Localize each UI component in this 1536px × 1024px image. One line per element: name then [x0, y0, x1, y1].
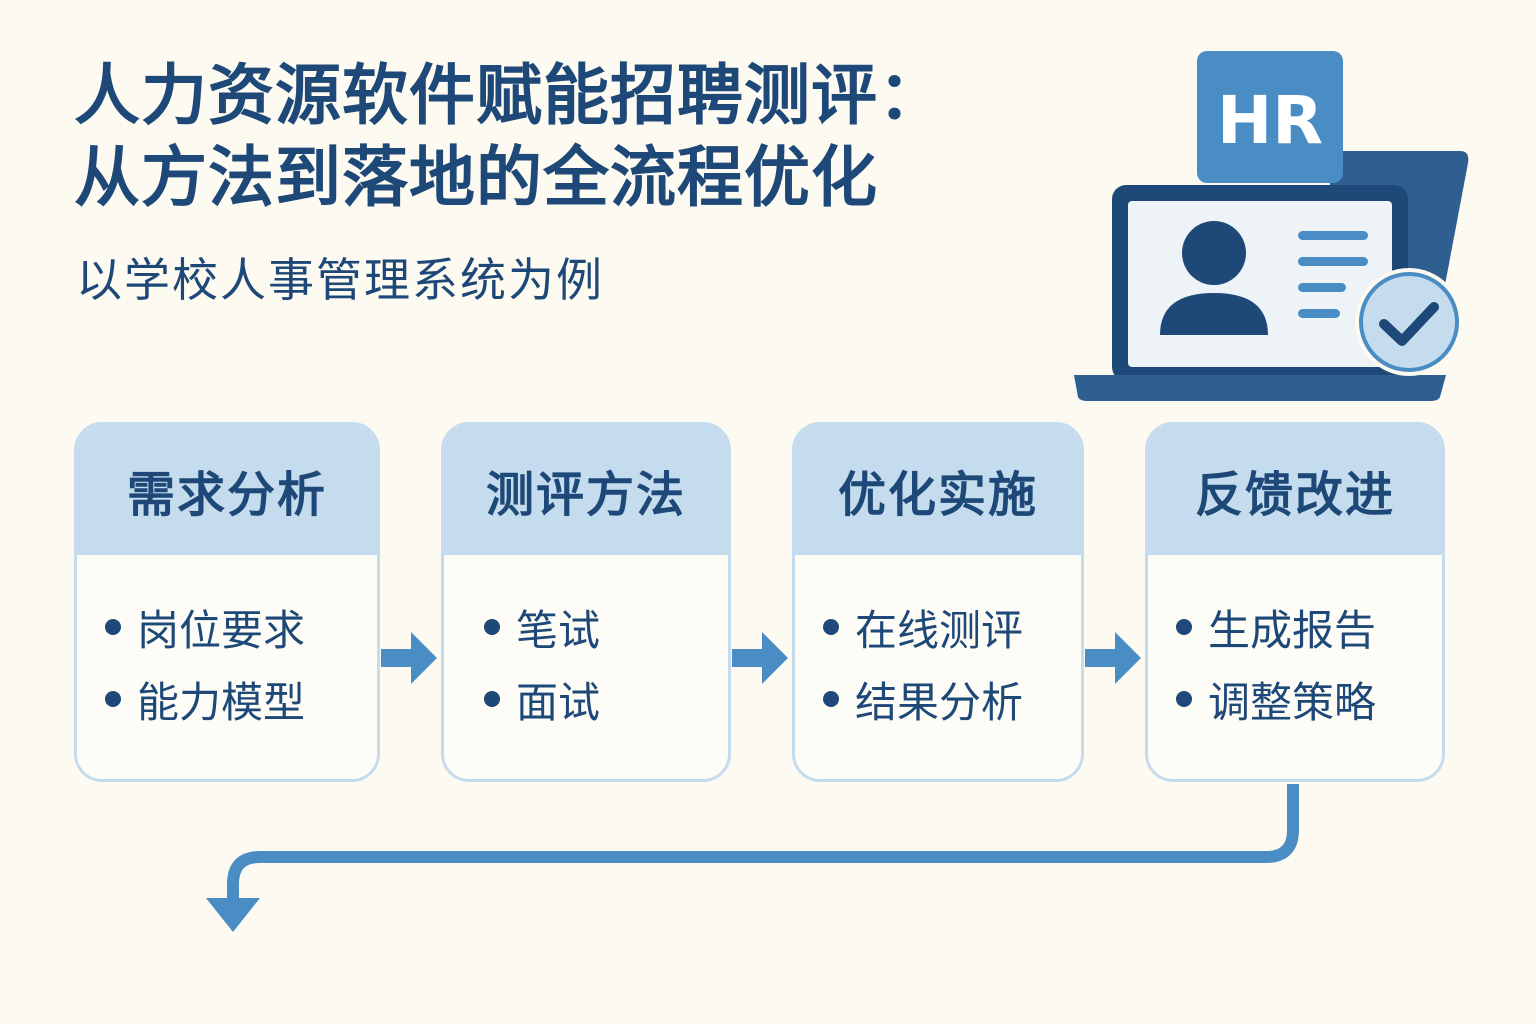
bullet-icon	[823, 691, 839, 707]
step-item-label: 结果分析	[855, 677, 1024, 727]
step-item-label: 岗位要求	[137, 605, 306, 655]
step-item: 在线测评	[823, 591, 1081, 663]
title-line-1: 人力资源软件赋能招聘测评：	[74, 57, 945, 134]
laptop-with-profile-and-check-icon: HR	[1074, 51, 1469, 401]
bullet-icon	[484, 691, 500, 707]
step-item-label: 生成报告	[1208, 605, 1377, 655]
step-item: 能力模型	[105, 663, 377, 735]
step-item-label: 调整策略	[1208, 677, 1377, 727]
step-item-label: 能力模型	[137, 677, 306, 727]
right-arrow-icon	[1085, 632, 1141, 684]
step-item-label: 笔试	[516, 605, 601, 655]
step-card-feedback: 反馈改进 生成报告 调整策略	[1145, 422, 1445, 782]
title-line-2: 从方法到落地的全流程优化	[74, 139, 878, 216]
bullet-icon	[105, 691, 121, 707]
page-title: 人力资源软件赋能招聘测评： 从方法到落地的全流程优化	[74, 55, 945, 219]
hr-badge-text: HR	[1217, 82, 1323, 159]
step-item: 生成报告	[1176, 591, 1442, 663]
step-item: 岗位要求	[105, 591, 377, 663]
step-item: 调整策略	[1176, 663, 1442, 735]
bullet-icon	[484, 619, 500, 635]
bullet-icon	[823, 619, 839, 635]
step-card-methods: 测评方法 笔试 面试	[441, 422, 731, 782]
bullet-icon	[105, 619, 121, 635]
right-arrow-icon	[381, 632, 437, 684]
step-title: 测评方法	[444, 425, 728, 555]
step-title: 需求分析	[77, 425, 377, 555]
step-title: 优化实施	[795, 425, 1081, 555]
step-item: 面试	[484, 663, 728, 735]
step-item-label: 在线测评	[855, 605, 1024, 655]
step-item-label: 面试	[516, 677, 601, 727]
step-card-implementation: 优化实施 在线测评 结果分析	[792, 422, 1084, 782]
step-item: 笔试	[484, 591, 728, 663]
step-card-requirements: 需求分析 岗位要求 能力模型	[74, 422, 380, 782]
bullet-icon	[1176, 619, 1192, 635]
page-subtitle: 以学校人事管理系统为例	[76, 253, 604, 307]
step-item: 结果分析	[823, 663, 1081, 735]
step-title: 反馈改进	[1148, 425, 1442, 555]
bullet-icon	[1176, 691, 1192, 707]
right-arrow-icon	[732, 632, 788, 684]
